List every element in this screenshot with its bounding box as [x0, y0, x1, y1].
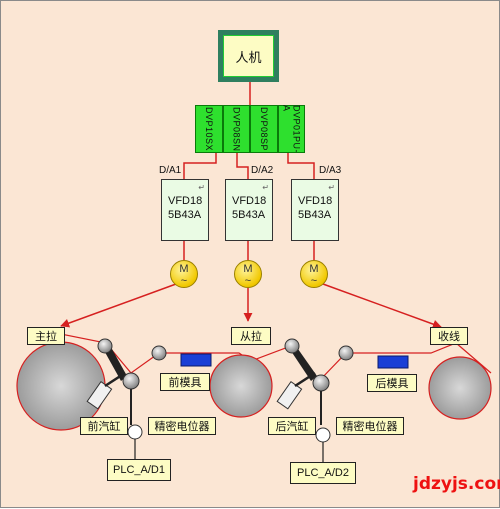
front-mold-label: 前模具 — [160, 373, 210, 391]
plc-ad2-label: PLC_A/D2 — [290, 462, 356, 484]
winding-drum — [428, 356, 492, 420]
motor-2: M~ — [234, 260, 262, 288]
motor-1: M~ — [170, 260, 198, 288]
plc-module-4: DVP01PU-A — [277, 105, 305, 153]
plc-ad1-label: PLC_A/D1 — [107, 459, 171, 481]
rear-mold-label: 后模具 — [367, 374, 417, 392]
plc-module-2: DVP08SN — [222, 105, 250, 153]
rear-guide-pulley — [338, 345, 354, 361]
front-mold-block — [180, 353, 212, 367]
rear-dancer-arm — [287, 345, 317, 381]
rear-potentiometer — [315, 427, 331, 443]
secondary-drum — [209, 354, 273, 418]
rear-cylinder-rod — [294, 371, 316, 388]
front-cylinder-rod — [104, 371, 126, 388]
front-cylinder-label: 前汽缸 — [80, 417, 128, 435]
vfd-3: ↵ VFD18 5B43A — [291, 179, 339, 241]
da2-wire — [236, 153, 249, 179]
rear-cylinder-label: 后汽缸 — [268, 417, 316, 435]
plc-module-1: DVP10SX — [195, 105, 223, 153]
front-dancer-arm — [101, 345, 127, 381]
front-dancer-pulley-top — [97, 338, 113, 354]
vfd-1: ↵ VFD18 5B43A — [161, 179, 209, 241]
main-roller-label: 主拉 — [27, 327, 65, 345]
da2-label: D/A2 — [251, 165, 274, 176]
front-dancer-pulley-bottom — [122, 372, 140, 390]
motor1-arrow — [60, 283, 177, 328]
secondary-roller-label: 从拉 — [231, 327, 271, 345]
da3-wire — [287, 153, 315, 179]
front-potentiometer — [127, 424, 143, 440]
da1-label: D/A1 — [159, 165, 182, 176]
rear-potentiometer-label: 精密电位器 — [336, 417, 404, 435]
rear-dancer-pulley-top — [284, 338, 300, 354]
rear-mold-block — [377, 355, 409, 369]
da3-label: D/A3 — [319, 165, 342, 176]
hmi-panel: 人机 — [218, 30, 279, 82]
motor3-arrow — [322, 283, 442, 329]
plc-module-3: DVP08SP — [250, 105, 278, 153]
rear-dancer-pulley-bottom — [312, 374, 330, 392]
vfd-2: ↵ VFD18 5B43A — [225, 179, 273, 241]
motor-3: M~ — [300, 260, 328, 288]
winding-roller-label: 收线 — [430, 327, 468, 345]
plc-rack: DVP10SX DVP08SN DVP08SP DVP01PU-A — [195, 105, 305, 153]
front-potentiometer-label: 精密电位器 — [148, 417, 216, 435]
rear-cylinder-body — [276, 381, 303, 410]
da1-wire — [183, 153, 217, 179]
front-guide-pulley — [151, 345, 167, 361]
hmi-label: 人机 — [223, 35, 274, 77]
watermark: jdzyjs.com — [413, 474, 500, 494]
